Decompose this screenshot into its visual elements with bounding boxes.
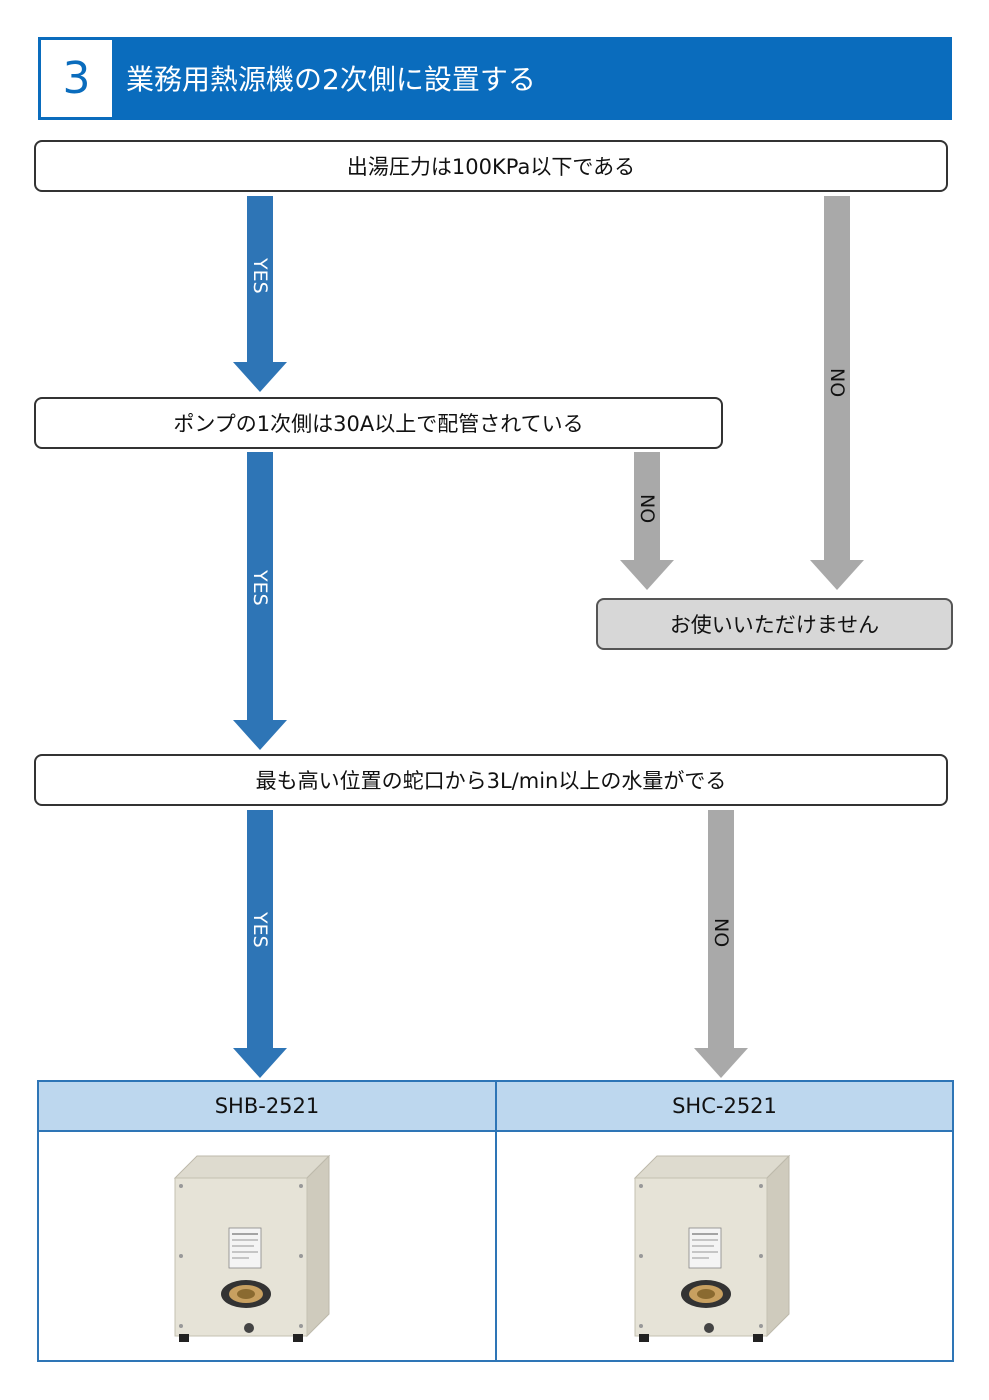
yes-arrow-2-label: YES	[249, 570, 271, 606]
no-arrow-1: NO	[810, 196, 864, 590]
yes-arrow-3-label: YES	[249, 912, 271, 948]
yes-arrow-1: YES	[233, 196, 287, 392]
decision-flow-rate: 最も高い位置の蛇口から3L/min以上の水量がでる	[34, 754, 948, 806]
product-header-shc: SHC-2521	[497, 1082, 952, 1132]
step-number: 3	[62, 53, 91, 104]
result-unavailable: お使いいただけません	[596, 598, 953, 650]
decision-pipe-size-label: ポンプの1次側は30A以上で配管されている	[173, 412, 584, 436]
decision-pipe-size: ポンプの1次側は30A以上で配管されている	[34, 397, 723, 449]
step-number-box: 3	[38, 37, 115, 120]
product-image-shc	[629, 1154, 791, 1344]
no-arrow-2-label: NO	[636, 494, 658, 524]
table-divider	[495, 1082, 497, 1360]
product-model-shc: SHC-2521	[672, 1094, 777, 1118]
product-table: SHB-2521 SHC-2521	[37, 1080, 954, 1362]
decision-pressure-label: 出湯圧力は100KPa以下である	[346, 155, 636, 179]
yes-arrow-1-label: YES	[249, 258, 271, 294]
no-arrow-1-label: NO	[826, 368, 848, 398]
result-unavailable-label: お使いいただけません	[669, 613, 880, 637]
no-arrow-3: NO	[694, 810, 748, 1078]
decision-pressure: 出湯圧力は100KPa以下である	[34, 140, 948, 192]
product-image-shb	[169, 1154, 331, 1344]
header-bar	[38, 37, 952, 120]
product-model-shb: SHB-2521	[214, 1094, 320, 1118]
decision-flow-rate-label: 最も高い位置の蛇口から3L/min以上の水量がでる	[255, 769, 727, 793]
header-title: 業務用熱源機の2次側に設置する	[126, 63, 536, 96]
no-arrow-3-label: NO	[710, 918, 732, 948]
yes-arrow-2: YES	[233, 452, 287, 750]
yes-arrow-3: YES	[233, 810, 287, 1078]
product-header-shb: SHB-2521	[39, 1082, 495, 1132]
no-arrow-2: NO	[620, 452, 674, 590]
